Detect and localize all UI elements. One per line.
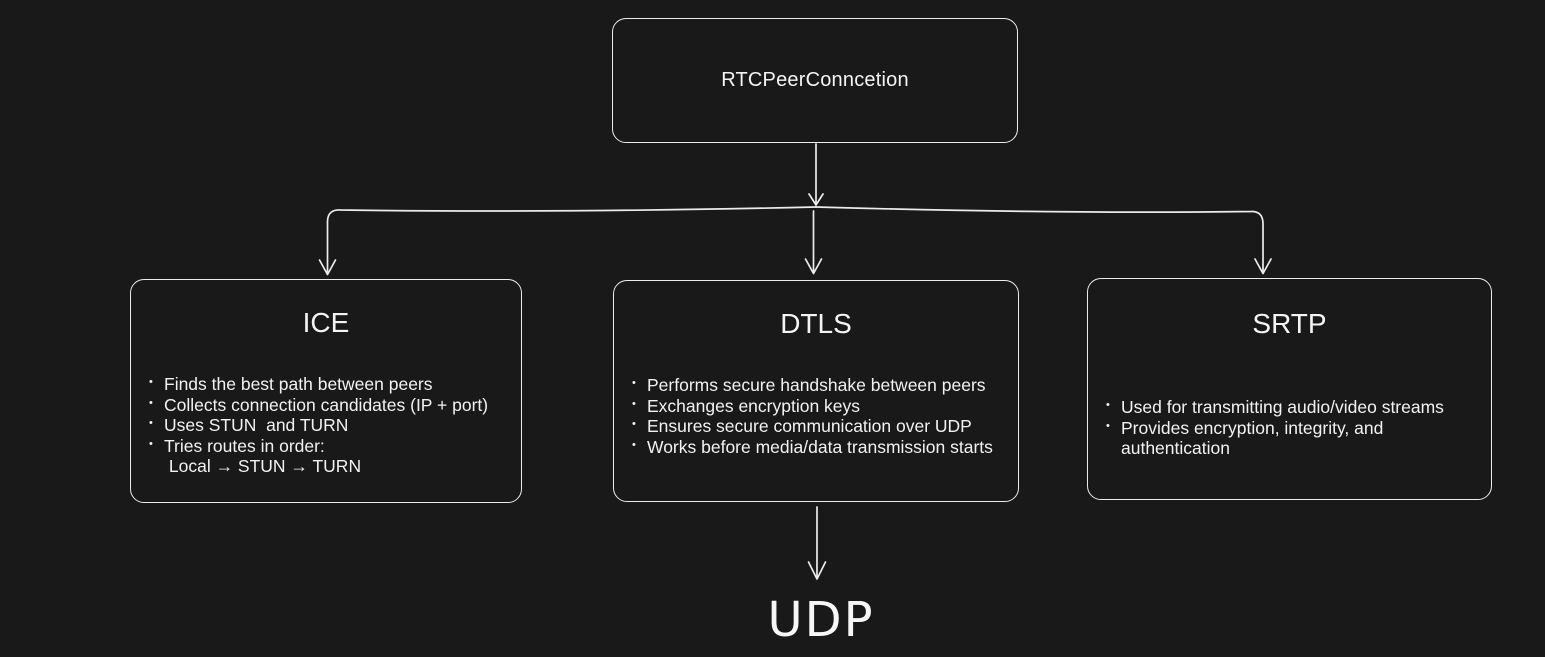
connector-root-to-ice [326, 206, 817, 273]
list-item: • Ensures secure communication over UDP [632, 416, 1012, 437]
node-srtp-bullet-list: • Used for transmitting audio/video strea… [1106, 397, 1467, 459]
bullet-icon: • [149, 396, 153, 409]
bullet-icon: • [149, 437, 153, 450]
list-item-text: Exchanges encryption keys [647, 395, 861, 416]
bullet-icon: • [632, 418, 636, 430]
connector-root-to-srtp [815, 206, 1264, 273]
list-item-text: Works before media/data transmission sta… [647, 436, 993, 457]
list-item: • Collects connection candidates (IP + po… [149, 395, 515, 416]
bullet-icon: • [149, 376, 153, 388]
bullet-icon: • [1106, 399, 1110, 411]
list-item-text: Performs secure handshake between peers [647, 375, 986, 395]
arrowhead-root-stem-icon [808, 193, 824, 206]
arrowhead-dtls-icon [804, 258, 823, 275]
list-item-text: Used for transmitting audio/video stream… [1121, 397, 1444, 417]
bullet-icon: • [1106, 419, 1110, 432]
node-rtcpeerconnection-title: RTCPeerConncetion [721, 69, 909, 91]
list-item: • Uses STUN and TURN [149, 415, 515, 436]
bullet-icon: • [632, 438, 636, 451]
list-item-text: Tries routes in order: [164, 435, 325, 456]
list-item: • Tries routes in order: [149, 436, 515, 457]
node-ice-title: ICE [302, 307, 350, 338]
list-item-text: Ensures secure communication over UDP [647, 416, 972, 436]
node-udp-label: UDP [767, 592, 875, 648]
node-dtls: DTLS • Performs secure handshake between … [613, 280, 1019, 502]
node-dtls-title: DTLS [780, 308, 852, 339]
list-item: • Finds the best path between peers [149, 374, 515, 395]
node-ice: ICE • Finds the best path between peers •… [130, 279, 522, 503]
node-ice-bullet-list: • Finds the best path between peers • Coll… [149, 374, 515, 477]
bullet-icon: • [632, 377, 636, 389]
list-item-text: Collects connection candidates (IP + por… [164, 394, 489, 415]
node-dtls-bullet-list: • Performs secure handshake between peers… [632, 375, 1012, 457]
list-item: • Exchanges encryption keys [632, 396, 1012, 417]
arrowhead-srtp-icon [1254, 258, 1272, 275]
list-item: • Works before media/data transmission st… [632, 437, 1012, 458]
bullet-icon: • [149, 417, 153, 429]
list-item-text: Local → STUN → TURN [164, 456, 362, 476]
list-item-text: Finds the best path between peers [164, 374, 433, 394]
arrowhead-udp-icon [807, 561, 827, 580]
node-srtp: SRTP • Used for transmitting audio/video … [1087, 278, 1492, 500]
list-item-text: Provides encryption, integrity, and auth… [1121, 417, 1389, 459]
arrowhead-ice-icon [318, 259, 337, 276]
node-rtcpeerconnection: RTCPeerConncetion [612, 18, 1018, 143]
list-item: • Local → STUN → TURN [149, 456, 515, 477]
list-item: • Provides encryption, integrity, and aut… [1106, 418, 1467, 459]
list-item: • Used for transmitting audio/video strea… [1106, 397, 1467, 418]
list-item-text: Uses STUN and TURN [164, 415, 349, 435]
node-srtp-title: SRTP [1252, 308, 1327, 339]
bullet-icon: • [632, 397, 636, 410]
list-item: • Performs secure handshake between peers [632, 375, 1012, 396]
